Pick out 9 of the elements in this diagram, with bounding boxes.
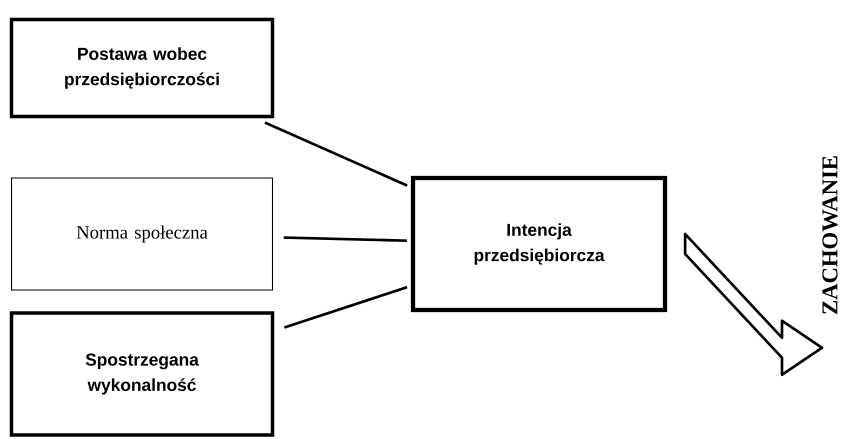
factor-box: Spostrzegana wykonalność xyxy=(10,311,274,437)
block-arrow xyxy=(684,232,824,376)
factor-box: Norma społeczna xyxy=(10,177,274,291)
label-text: ZACHOWANIE xyxy=(822,156,838,314)
connector-line xyxy=(284,236,407,242)
connector-line xyxy=(264,121,408,187)
intention-box: Intencja przedsiębiorcza xyxy=(410,176,668,312)
factor-box: Postawa wobec przedsiębiorczości xyxy=(10,18,274,118)
connector-line xyxy=(284,286,408,329)
